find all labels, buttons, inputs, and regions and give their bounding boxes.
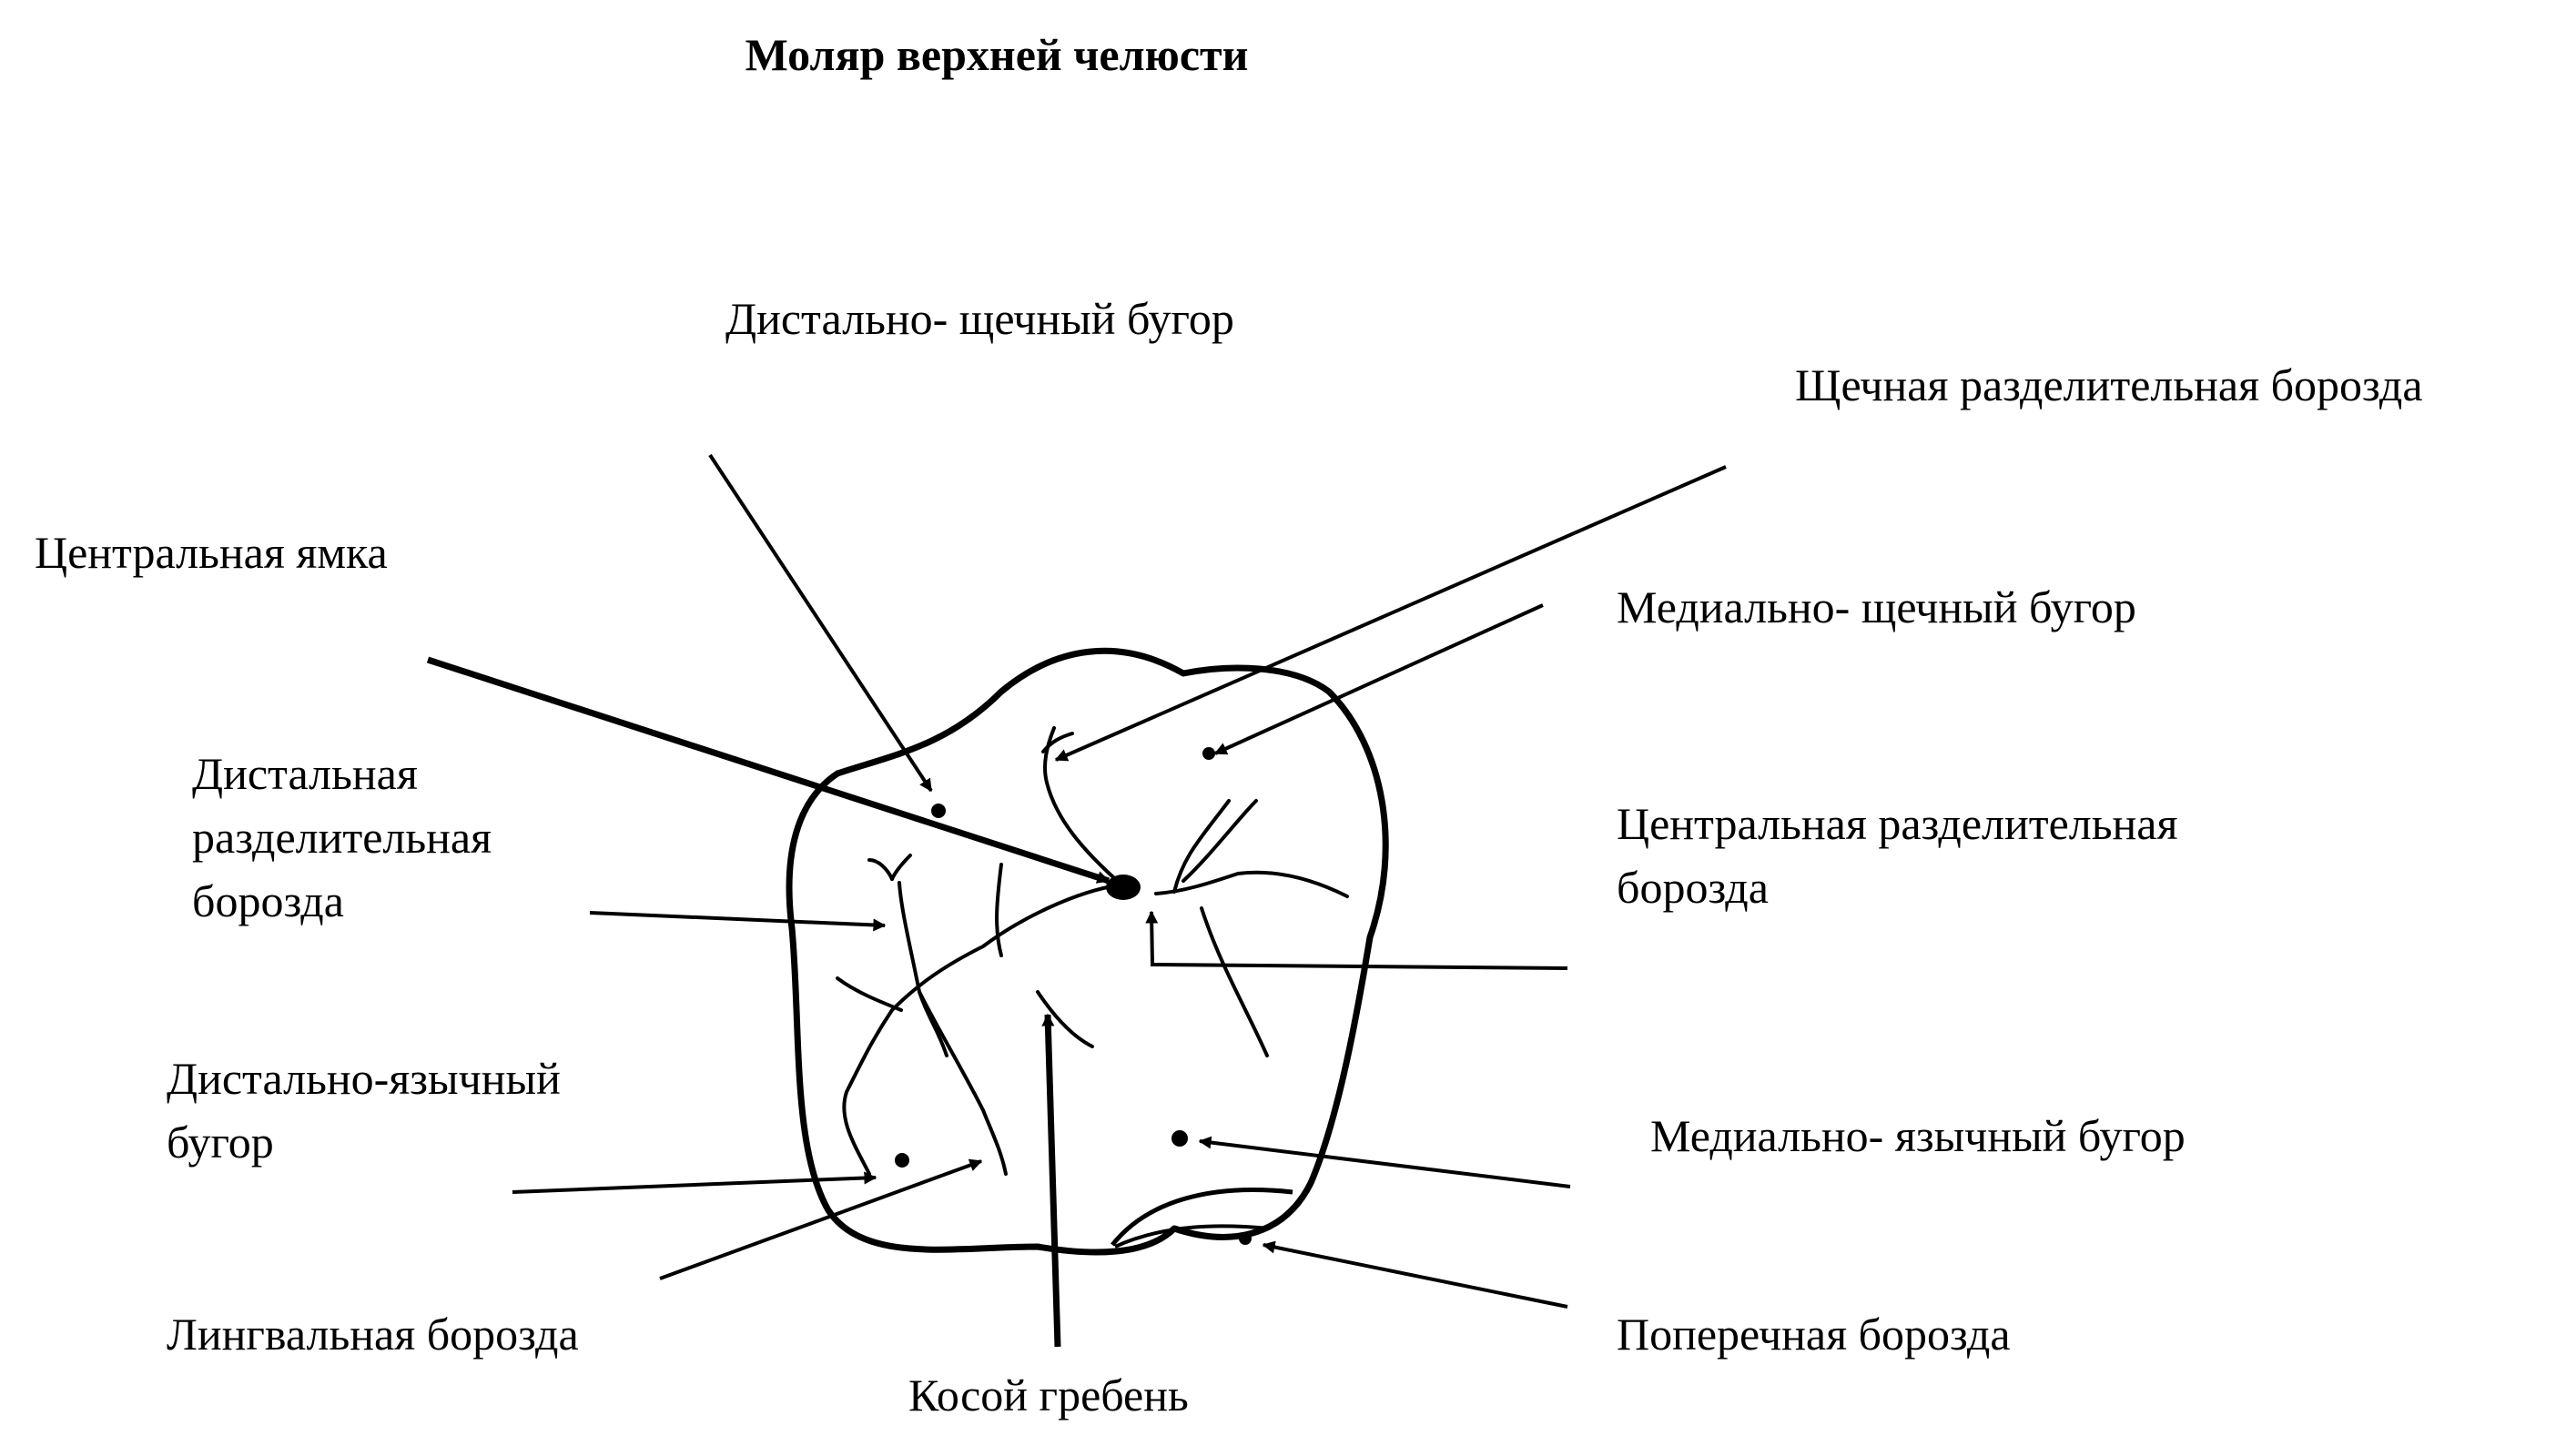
label-distal-groove-line1: Дистальная: [192, 748, 418, 799]
tooth-outline: [786, 647, 1389, 1256]
internal-grooves: [836, 726, 1349, 1176]
central-fossa-dot: [1106, 875, 1141, 900]
distal-lingual-cusp-dot: [895, 1153, 909, 1168]
label-mesial-lingual-cusp: Медиально- язычный бугор: [1650, 1110, 2186, 1161]
label-oblique-ridge: Косой гребень: [908, 1370, 1189, 1421]
pointer-transverse-groove: [1262, 1240, 1568, 1309]
label-mesial-buccal-cusp: Медиально- щечный бугор: [1617, 581, 2136, 632]
pointer-mesial-buccal-cusp: [1213, 603, 1544, 755]
pointer-lingual-groove: [659, 1158, 983, 1280]
transverse-groove-lower-curve: [1114, 1224, 1271, 1249]
label-distal-lingual-cusp-line2: бугор: [167, 1117, 274, 1168]
pointer-distal-groove: [589, 911, 887, 932]
label-distal-lingual-cusp-line1: Дистально-язычный: [167, 1053, 561, 1104]
label-buccal-groove: Щечная разделительная борозда: [1795, 359, 2423, 410]
pointer-lines: [426, 453, 1727, 1348]
diagram-title: Моляр верхней челюсти: [745, 29, 1249, 80]
pointer-buccal-groove: [1054, 465, 1727, 762]
label-central-fossa: Центральная ямка: [35, 527, 388, 578]
mesial-buccal-cusp-dot: [1202, 747, 1215, 760]
label-central-groove-line1: Центральная разделительная: [1617, 798, 2178, 849]
label-distal-buccal-cusp: Дистально- щечный бугор: [725, 293, 1234, 344]
pointer-oblique-ridge: [1041, 1013, 1061, 1348]
label-transverse-groove: Поперечная борозда: [1617, 1309, 2011, 1360]
pointer-central-fossa: [426, 656, 1111, 885]
pointer-central-groove: [1145, 910, 1568, 970]
label-central-groove-line2: борозда: [1617, 862, 1769, 913]
transverse-groove-dot: [1239, 1232, 1252, 1245]
pointer-mesial-lingual-cusp: [1198, 1136, 1571, 1188]
label-distal-groove-line2: разделительная: [192, 812, 492, 863]
label-distal-groove-line3: борозда: [192, 875, 344, 926]
transverse-groove-curve: [1111, 1188, 1293, 1247]
pointer-distal-lingual-cusp: [512, 1171, 877, 1194]
distal-buccal-cusp-dot: [931, 804, 946, 818]
label-lingual-groove: Лингвальная борозда: [167, 1309, 579, 1360]
mesial-lingual-cusp-dot: [1171, 1130, 1188, 1147]
pointer-distal-buccal-cusp: [708, 453, 933, 793]
